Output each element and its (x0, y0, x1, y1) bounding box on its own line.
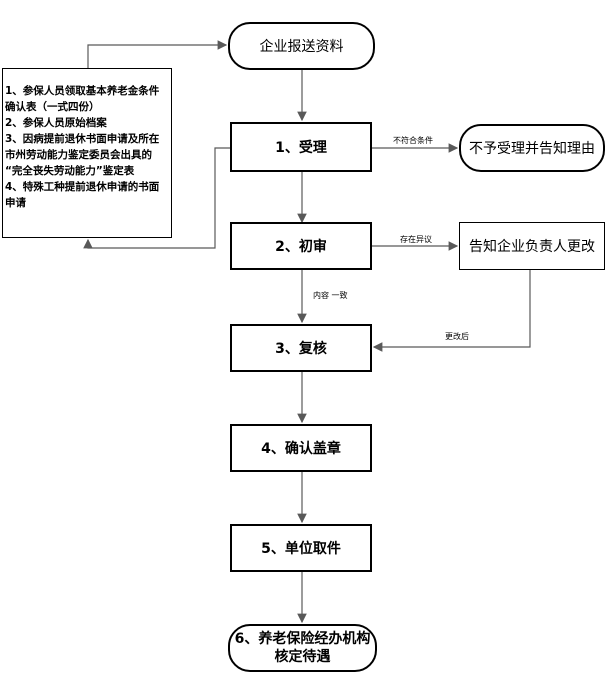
start-node: 企业报送资料 (228, 22, 375, 70)
arrow-notify-to-recheck (372, 270, 531, 352)
label-not-qualified: 不符合条件 (393, 136, 433, 145)
material-line: 市州劳动能力鉴定委员会出具的 (5, 149, 152, 161)
label-objection: 存在异议 (400, 235, 432, 244)
final-label-line2: 核定待遇 (274, 649, 331, 665)
final-label-line1: 6、养老保险经办机构 (234, 631, 371, 647)
material-line: 2、参保人员原始档案 (5, 117, 107, 129)
arrow-docs-to-start (87, 40, 228, 68)
reject-node: 不予受理并告知理由 (459, 124, 605, 172)
material-line: 1、参保人员领取基本养老金条件 (5, 85, 160, 97)
step-pickup-label: 5、单位取件 (261, 541, 341, 557)
material-line: “完全丧失劳动能力”鉴定表 (5, 165, 135, 177)
step-initial-review: 2、初审 (230, 222, 372, 270)
label-after-change: 更改后 (445, 332, 469, 341)
materials-list: 1、参保人员领取基本养老金条件 确认表（一式四份） 2、参保人员原始档案 3、因… (2, 68, 172, 238)
step-accept: 1、受理 (230, 122, 372, 172)
arrow-accept-to-docs (83, 147, 230, 249)
final-node: 6、养老保险经办机构 核定待遇 (228, 624, 377, 672)
step-confirm-seal-label: 4、确认盖章 (261, 441, 341, 457)
step-accept-label: 1、受理 (275, 140, 327, 156)
material-line: 4、特殊工种提前退休申请的书面 (5, 181, 160, 193)
start-label: 企业报送资料 (259, 39, 344, 55)
label-consistent: 内容 一致 (313, 291, 348, 300)
material-line: 确认表（一式四份） (5, 101, 100, 113)
material-line: 3、因病提前退休书面申请及所在 (5, 133, 160, 145)
step-recheck-label: 3、复核 (275, 341, 327, 357)
notify-node: 告知企业负责人更改 (459, 222, 605, 270)
notify-label: 告知企业负责人更改 (469, 239, 595, 255)
material-line: 申请 (5, 197, 26, 209)
step-initial-review-label: 2、初审 (275, 239, 327, 255)
reject-label: 不予受理并告知理由 (469, 141, 595, 157)
step-recheck: 3、复核 (230, 324, 372, 372)
step-confirm-seal: 4、确认盖章 (230, 424, 372, 472)
step-pickup: 5、单位取件 (230, 524, 372, 572)
